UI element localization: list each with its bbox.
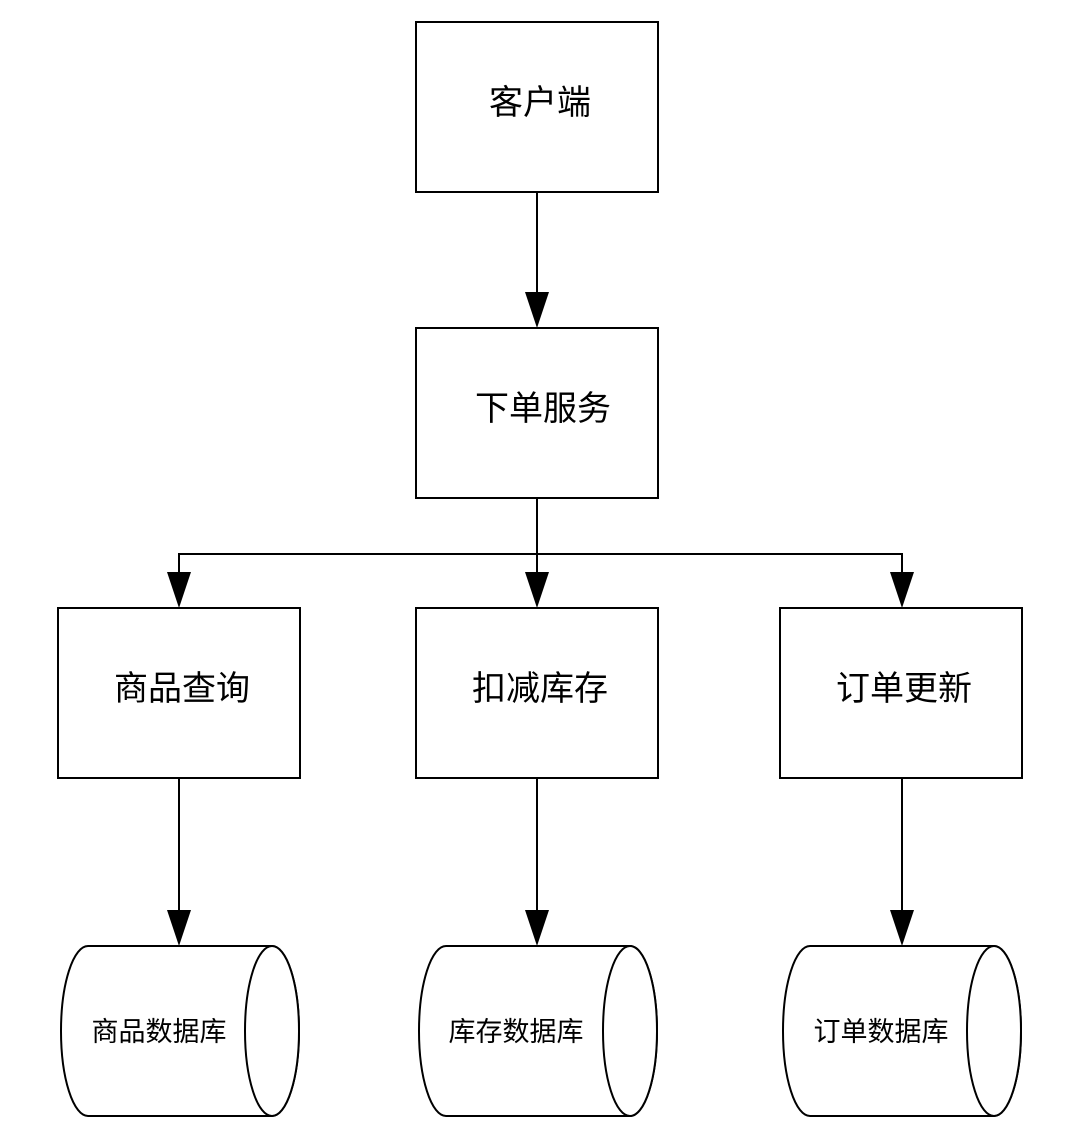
node-order-service: 下单服务 <box>415 327 659 499</box>
arrow-head-order-service <box>525 292 549 328</box>
product-db-label: 商品数据库 <box>92 1017 227 1048</box>
order-update-box <box>779 607 1023 779</box>
order-service-label: 下单服务 <box>475 389 611 429</box>
client-label: 客户端 <box>489 83 591 123</box>
stock-db-cylinder-cap <box>602 945 658 1117</box>
order-db-cylinder-cap <box>966 945 1022 1117</box>
order-update-label: 订单更新 <box>836 669 972 709</box>
node-order-db: 订单数据库 <box>782 945 1022 1117</box>
node-deduct-stock: 扣减库存 <box>415 607 659 779</box>
node-product-query: 商品查询 <box>57 607 301 779</box>
arrow-head-product-db <box>167 910 191 946</box>
node-stock-db: 库存数据库 <box>418 945 658 1117</box>
deduct-stock-box <box>415 607 659 779</box>
edges <box>167 192 914 946</box>
edge-branch-bar <box>178 553 903 574</box>
order-db-label: 订单数据库 <box>814 1017 949 1048</box>
product-query-label: 商品查询 <box>114 669 250 709</box>
node-order-update: 订单更新 <box>779 607 1023 779</box>
product-db-cylinder-cap <box>244 945 300 1117</box>
order-service-box <box>415 327 659 499</box>
client-box <box>415 21 659 193</box>
node-client: 客户端 <box>415 21 659 193</box>
arrow-head-order-update <box>890 572 914 608</box>
deduct-stock-label: 扣减库存 <box>472 669 608 709</box>
arrow-head-stock-db <box>525 910 549 946</box>
stock-db-label: 库存数据库 <box>449 1017 584 1048</box>
node-product-db: 商品数据库 <box>60 945 300 1117</box>
product-query-box <box>57 607 301 779</box>
arrow-head-deduct-stock <box>525 572 549 608</box>
arrow-head-product-query <box>167 572 191 608</box>
arrow-head-order-db <box>890 910 914 946</box>
